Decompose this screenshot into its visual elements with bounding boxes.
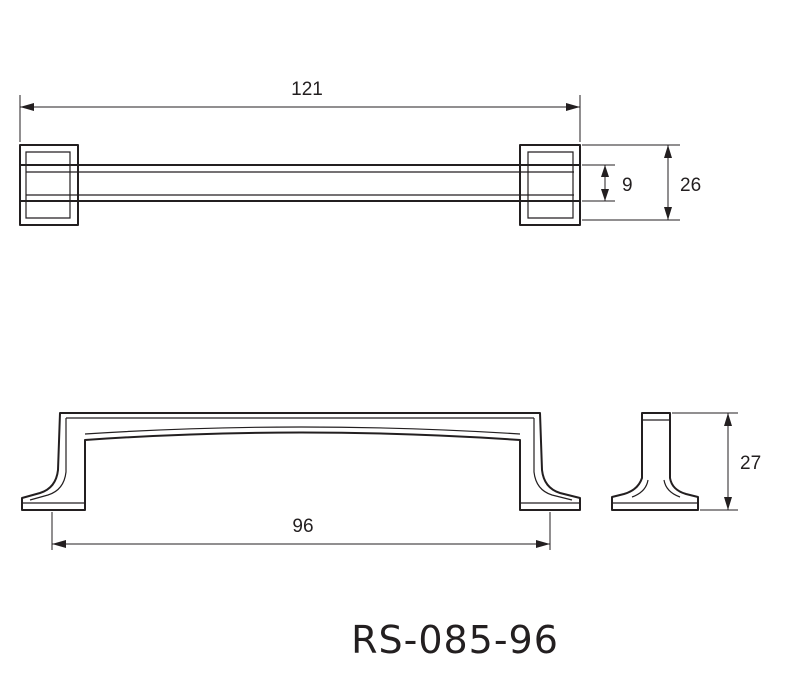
top-view-left-base: [19, 144, 79, 226]
top-view-right-base-inner: [527, 151, 574, 219]
top-view-bar: [19, 164, 581, 202]
side-view: [611, 412, 699, 511]
front-view: [21, 412, 581, 511]
front-view-inner-edge: [29, 418, 67, 501]
dimension-grip-width: 9: [582, 164, 633, 202]
dimension-hole-spacing: 96: [51, 512, 551, 550]
dimension-label-base-width: 26: [680, 175, 701, 196]
dimension-overall-length: 121: [19, 79, 581, 142]
dimension-label-projection: 27: [740, 453, 761, 474]
top-view-right-base: [519, 144, 581, 226]
dimension-projection: 27: [672, 412, 761, 511]
top-view-left-base-inner: [25, 151, 71, 219]
dimension-label-hole-spacing: 96: [292, 516, 313, 537]
dimension-base-width: 26: [582, 144, 701, 221]
front-view-outline: [21, 412, 581, 511]
side-view-inner-curve: [631, 479, 681, 498]
model-code: RS-085-96: [351, 618, 559, 662]
front-view-inner-edge-right: [533, 418, 573, 501]
side-view-outline: [611, 412, 699, 511]
dimension-label-overall-length: 121: [291, 79, 323, 100]
front-view-arch-edge: [84, 426, 521, 435]
dimension-label-grip-width: 9: [622, 175, 633, 196]
top-view: [19, 144, 581, 226]
